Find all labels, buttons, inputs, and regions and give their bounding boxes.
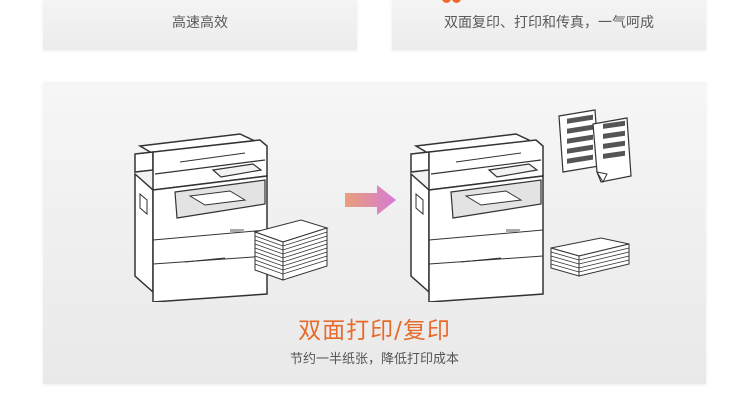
orange-dots-icon	[442, 0, 461, 6]
main-feature-card: 双面打印/复印 节约一半纸张，降低打印成本	[43, 82, 706, 384]
feature-subtitle: 节约一半纸张，降低打印成本	[289, 352, 459, 367]
paper-stack-icon	[253, 219, 329, 281]
paper-stack-icon	[550, 237, 630, 277]
arrow-right-icon	[345, 185, 396, 215]
printer-icon	[134, 133, 268, 302]
orange-dot	[452, 0, 461, 3]
illustration	[134, 109, 632, 302]
top-left-caption: 高速高效	[172, 15, 228, 31]
top-left-card: 高速高效	[43, 0, 357, 50]
feature-title: 双面打印/复印	[298, 318, 451, 344]
top-right-card: 双面复印、打印和传真，一气呵成	[392, 0, 706, 50]
document-icon	[558, 109, 632, 184]
orange-dot	[442, 0, 451, 3]
printer-icon	[410, 133, 544, 302]
top-right-caption: 双面复印、打印和传真，一气呵成	[444, 15, 654, 31]
